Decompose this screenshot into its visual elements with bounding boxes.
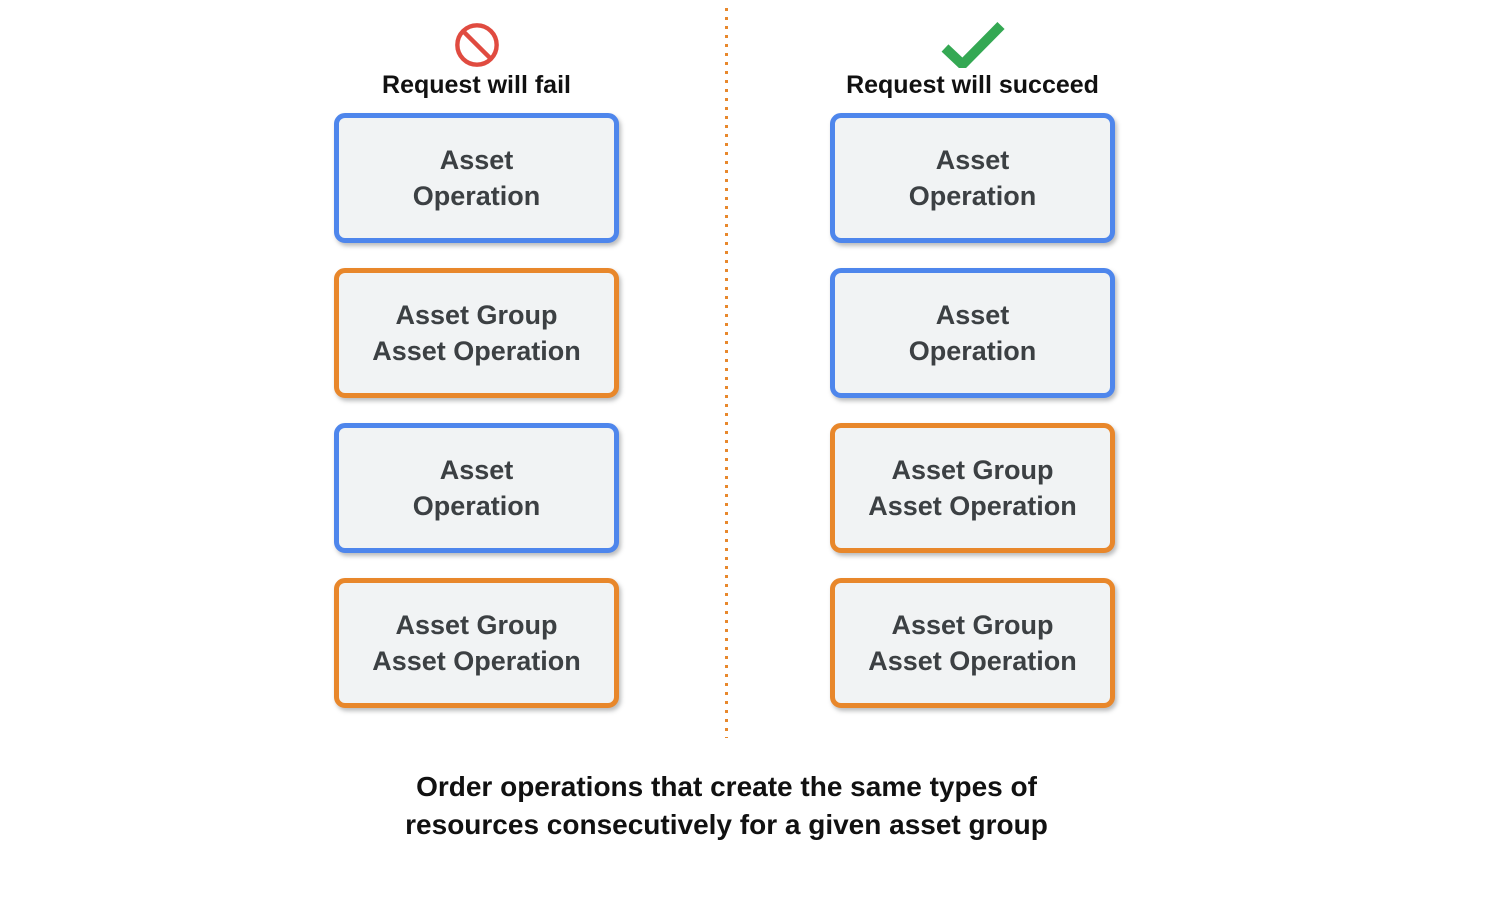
box-label: Asset Group Asset Operation	[372, 300, 581, 366]
box-label: Asset Group Asset Operation	[868, 455, 1077, 521]
box-label: Asset Group Asset Operation	[372, 610, 581, 676]
asset-group-asset-operation-box: Asset Group Asset Operation	[830, 423, 1115, 553]
succeed-header: Request will succeed	[846, 71, 1099, 99]
check-icon	[940, 18, 1006, 68]
asset-operation-box: Asset Operation	[830, 113, 1115, 243]
asset-operation-box: Asset Operation	[334, 423, 619, 553]
asset-operation-box: Asset Operation	[334, 113, 619, 243]
box-label: Asset Group Asset Operation	[868, 610, 1077, 676]
asset-group-asset-operation-box: Asset Group Asset Operation	[334, 268, 619, 398]
box-label: Asset Operation	[412, 145, 541, 211]
box-label: Asset Operation	[908, 300, 1037, 366]
prohibition-icon	[454, 18, 500, 68]
asset-group-asset-operation-box: Asset Group Asset Operation	[334, 578, 619, 708]
column-request-succeed: Request will succeed Asset Operation Ass…	[830, 18, 1115, 733]
asset-operation-box: Asset Operation	[830, 268, 1115, 398]
fail-header: Request will fail	[382, 71, 571, 99]
dotted-divider	[725, 8, 728, 738]
box-label: Asset Operation	[412, 455, 541, 521]
asset-group-asset-operation-box: Asset Group Asset Operation	[830, 578, 1115, 708]
column-request-fail: Request will fail Asset Operation Asset …	[334, 18, 619, 733]
diagram-caption: Order operations that create the same ty…	[405, 771, 1048, 840]
box-label: Asset Operation	[908, 145, 1037, 211]
